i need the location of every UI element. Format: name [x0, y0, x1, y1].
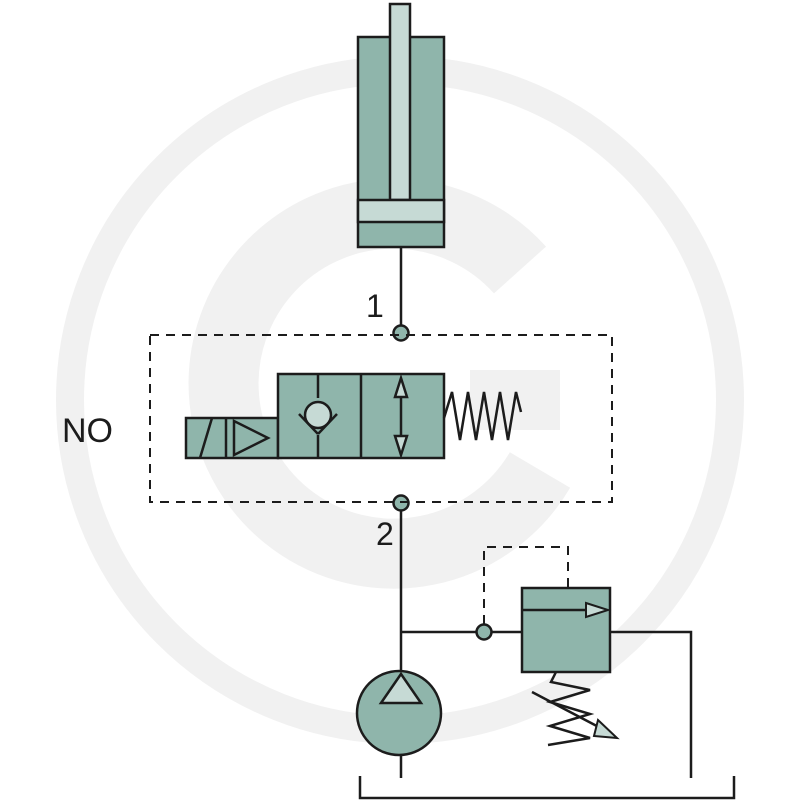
valve-body: [276, 372, 446, 460]
port-1-label: 1: [366, 288, 384, 324]
pilot-line: [483, 546, 569, 624]
solenoid-valve-icon: [184, 416, 280, 460]
spring-icon: [442, 391, 523, 441]
valve-envelope: [149, 334, 613, 503]
tank-icon: [358, 776, 736, 800]
main-pressure-line: [399, 247, 522, 675]
port-2-label: 2: [376, 516, 394, 552]
return-line: [610, 630, 693, 778]
pressure-relief-valve-icon: [475, 546, 620, 747]
relief-junction-node: [475, 623, 493, 641]
check-valve-icon: [298, 374, 338, 458]
hydraulic-cylinder-icon: [356, 2, 446, 249]
valve-state-label: NO: [62, 412, 113, 450]
pump-icon: [355, 669, 443, 778]
flow-arrow-icon: [393, 373, 409, 460]
port-1-node: [392, 324, 410, 342]
